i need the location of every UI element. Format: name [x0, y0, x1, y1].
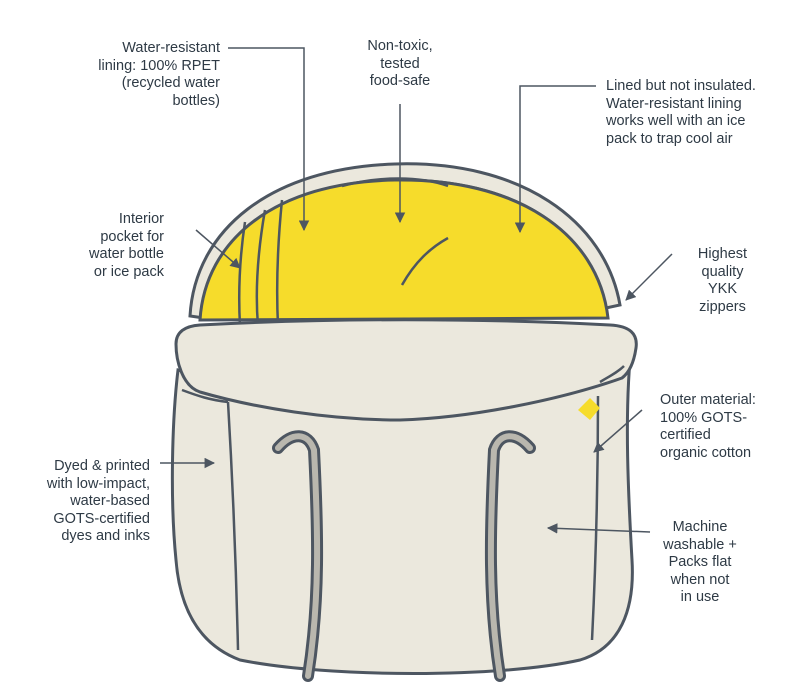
side-fold — [599, 365, 625, 384]
callout-line: organic cotton — [660, 444, 752, 461]
callout-line: pack to trap cool air — [606, 130, 733, 147]
callout-line: washable + — [663, 536, 737, 553]
callout-line: quality — [701, 263, 744, 280]
side-fold — [181, 388, 229, 404]
callout-line: YKK — [707, 281, 737, 297]
callout-line: when not — [670, 571, 730, 588]
leader-zippers — [625, 253, 673, 301]
callout-line: Lined but not insulated. — [606, 78, 756, 94]
callout-line: Packs flat — [668, 554, 732, 570]
leader-pocket — [195, 229, 241, 269]
brand-tag — [578, 398, 600, 420]
callout-line: (recycled water — [121, 75, 220, 91]
callout-line: GOTS-certified — [53, 510, 150, 527]
leader-insulation — [514, 85, 596, 234]
callout-line: food-safe — [369, 73, 431, 89]
callout-line: works well with an ice — [606, 113, 746, 129]
callout-pocket: Interior pocket for water bottle or ice … — [60, 211, 164, 281]
callout-zippers: Highest quality YKK zippers — [675, 246, 770, 316]
callout-line: lining: 100% RPET — [98, 57, 220, 74]
leader-lines — [160, 47, 673, 534]
handle-left — [275, 433, 321, 679]
interior-pocket — [237, 199, 284, 327]
callout-line: or ice pack — [93, 263, 164, 280]
leader-outer — [593, 409, 643, 453]
callout-line: Interior — [118, 211, 164, 227]
body-seam — [590, 395, 600, 641]
callout-line: water bottle — [89, 246, 164, 262]
callout-line: bottles) — [172, 92, 220, 109]
callout-line: pocket for — [100, 228, 164, 245]
handle-right — [487, 433, 533, 679]
callout-line: certified — [660, 427, 711, 443]
callout-line: Dyed & printed — [54, 458, 150, 474]
callout-insulation: Lined but not insulated. Water-resistant… — [606, 78, 791, 148]
leader-washable — [546, 523, 651, 534]
callout-washable: Machine washable + Packs flat when not i… — [650, 519, 750, 607]
callout-line: Water-resistant lining — [606, 95, 742, 112]
callout-line: 100% GOTS- — [660, 409, 748, 426]
callout-line: Water-resistant — [122, 40, 220, 56]
callout-line: tested — [380, 55, 420, 72]
lining-dome — [198, 178, 610, 322]
lining-crease — [400, 236, 449, 286]
callout-outer: Outer material: 100% GOTS- certified org… — [660, 392, 790, 462]
callout-line: Machine — [672, 519, 728, 535]
callout-line: zippers — [699, 298, 746, 315]
callout-lining: Water-resistant lining: 100% RPET (recyc… — [70, 40, 220, 110]
callout-line: water-based — [70, 493, 150, 509]
callout-line: dyes and inks — [61, 528, 150, 544]
callout-nontoxic: Non-toxic, tested food-safe — [340, 38, 460, 91]
callout-line: Non-toxic, — [367, 38, 433, 54]
body-seam — [226, 401, 240, 651]
lining-crease — [341, 177, 449, 188]
callout-line: Outer material: — [660, 392, 756, 408]
leader-lining — [228, 47, 310, 232]
callout-dyes: Dyed & printed with low-impact, water-ba… — [10, 458, 150, 546]
rolled-cuff — [174, 318, 638, 422]
callout-line: in use — [680, 589, 720, 605]
callout-line: Highest — [697, 246, 748, 262]
callout-line: with low-impact, — [46, 475, 150, 492]
